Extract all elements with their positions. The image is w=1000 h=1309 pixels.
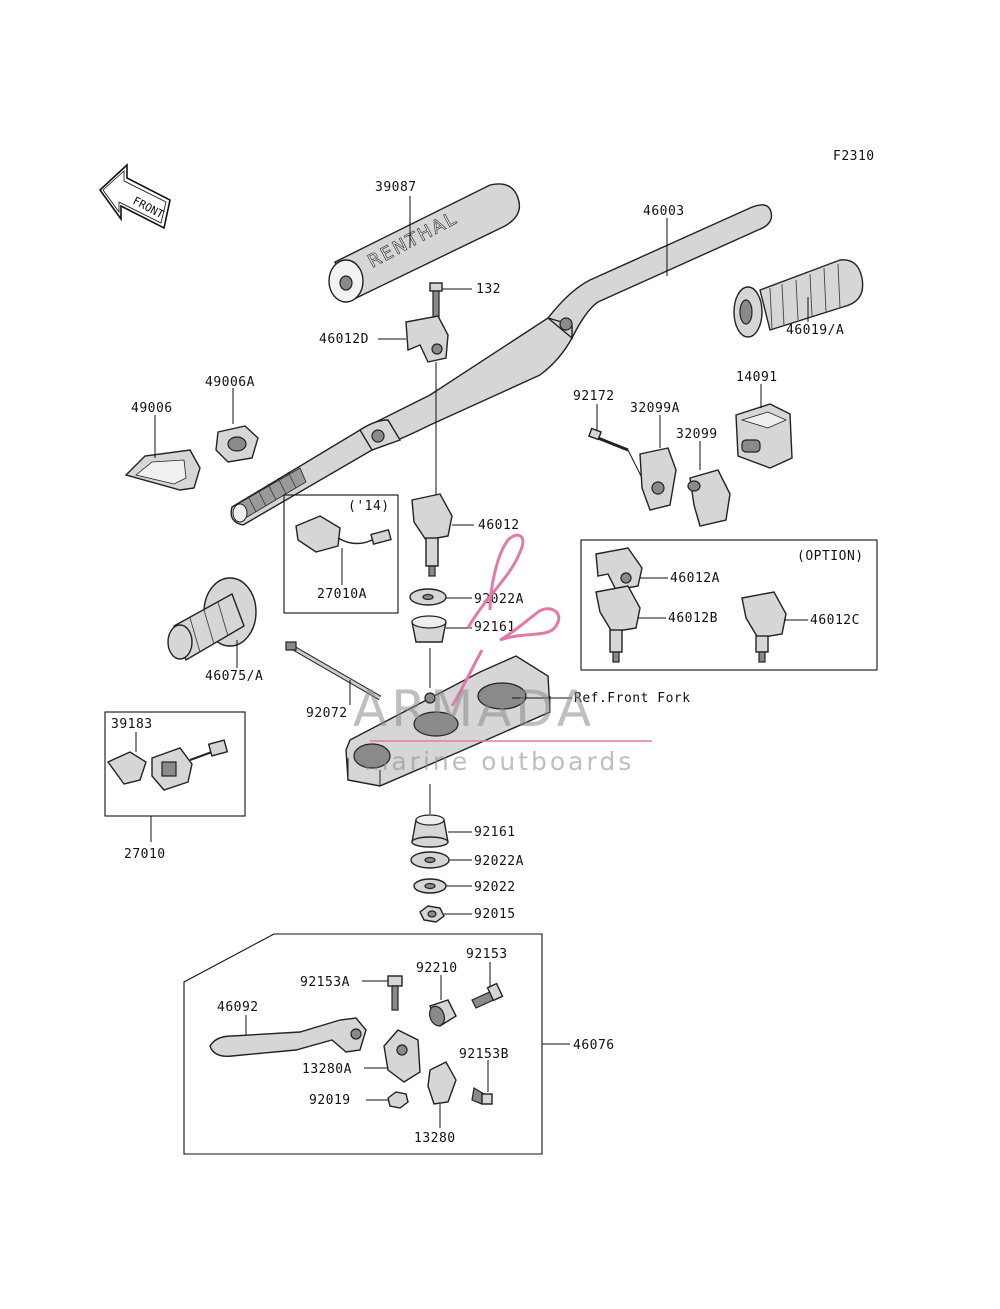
switch-27010A <box>295 515 392 553</box>
cable-tie-92072 <box>285 641 382 701</box>
bolt-92153A <box>387 975 403 1011</box>
label-46012B: 46012B <box>668 611 718 626</box>
bolt-92153 <box>471 982 504 1009</box>
watermark-subtitle: marine outboards <box>364 747 634 776</box>
label-92019: 92019 <box>309 1093 351 1108</box>
triple-clamp <box>345 655 551 787</box>
label-46092: 46092 <box>217 1000 259 1015</box>
bushing-92161-lower <box>411 814 449 848</box>
label-39087: 39087 <box>375 180 417 195</box>
label-92161-upper: 92161 <box>474 620 516 635</box>
label-27010: 27010 <box>124 847 166 862</box>
label-92161-lower: 92161 <box>474 825 516 840</box>
label-39183: 39183 <box>111 717 153 732</box>
screw-92172 <box>588 427 629 452</box>
bolt-92153B <box>471 1087 493 1105</box>
clamp-46012D <box>405 315 449 363</box>
label-46012D: 46012D <box>319 332 369 347</box>
label-92153B: 92153B <box>459 1047 509 1062</box>
grip-46075A <box>167 577 257 662</box>
watermark-title: ARMADA <box>353 680 595 738</box>
label-92210: 92210 <box>416 961 458 976</box>
label-92015: 92015 <box>474 907 516 922</box>
label-46012A: 46012A <box>670 571 720 586</box>
watermark: ARMADA marine outboards <box>353 533 652 776</box>
holder-46012 <box>411 493 453 577</box>
label-92022A-lower: 92022A <box>474 854 524 869</box>
label-92022A-upper: 92022A <box>474 592 524 607</box>
label-13280A: 13280A <box>302 1062 352 1077</box>
label-92072: 92072 <box>306 706 348 721</box>
watermark-propeller-icon <box>450 533 561 707</box>
housing-32099A <box>639 447 677 511</box>
label-13280: 13280 <box>414 1131 456 1146</box>
handlebar-46003 <box>230 204 773 526</box>
adjuster-92210 <box>428 999 457 1028</box>
switch-27010 <box>106 739 229 791</box>
box-2014-switch <box>283 494 399 614</box>
clamp-46012A <box>595 547 643 591</box>
box-2014-title: ('14) <box>348 499 390 514</box>
bushing-92161-upper <box>411 615 447 643</box>
nut-92019 <box>387 1091 409 1109</box>
label-27010A: 27010A <box>317 587 367 602</box>
guard-49006 <box>124 449 201 491</box>
bolt-132 <box>429 282 443 318</box>
holder-13280A <box>383 1029 421 1083</box>
label-49006A: 49006A <box>205 375 255 390</box>
label-46075A: 46075/A <box>205 669 263 684</box>
label-32099A: 32099A <box>630 401 680 416</box>
label-46019A: 46019/A <box>786 323 844 338</box>
label-46012C: 46012C <box>810 613 860 628</box>
housing-32099 <box>687 469 731 527</box>
box-switch-27010 <box>104 711 246 817</box>
option-title: (OPTION) <box>797 549 864 564</box>
label-46076: 46076 <box>573 1038 615 1053</box>
figure-code: F2310 <box>833 149 875 164</box>
label-14091: 14091 <box>736 370 778 385</box>
box-option <box>580 539 878 671</box>
cover-14091 <box>735 403 793 469</box>
label-49006: 49006 <box>131 401 173 416</box>
label-46012: 46012 <box>478 518 520 533</box>
bar-end-49006A <box>215 425 259 463</box>
holder-46012C <box>741 591 787 663</box>
label-92153A: 92153A <box>300 975 350 990</box>
grip-46019A <box>733 259 864 338</box>
label-32099: 32099 <box>676 427 718 442</box>
label-132: 132 <box>476 282 501 297</box>
label-46003: 46003 <box>643 204 685 219</box>
label-92153: 92153 <box>466 947 508 962</box>
holder-46012B <box>595 585 641 663</box>
clamp-13280 <box>427 1061 457 1105</box>
label-92022: 92022 <box>474 880 516 895</box>
label-92172: 92172 <box>573 389 615 404</box>
front-arrow-icon: FRONT <box>98 163 171 230</box>
lever-46092 <box>209 1017 367 1057</box>
ref-front-fork: Ref.Front Fork <box>574 691 691 706</box>
